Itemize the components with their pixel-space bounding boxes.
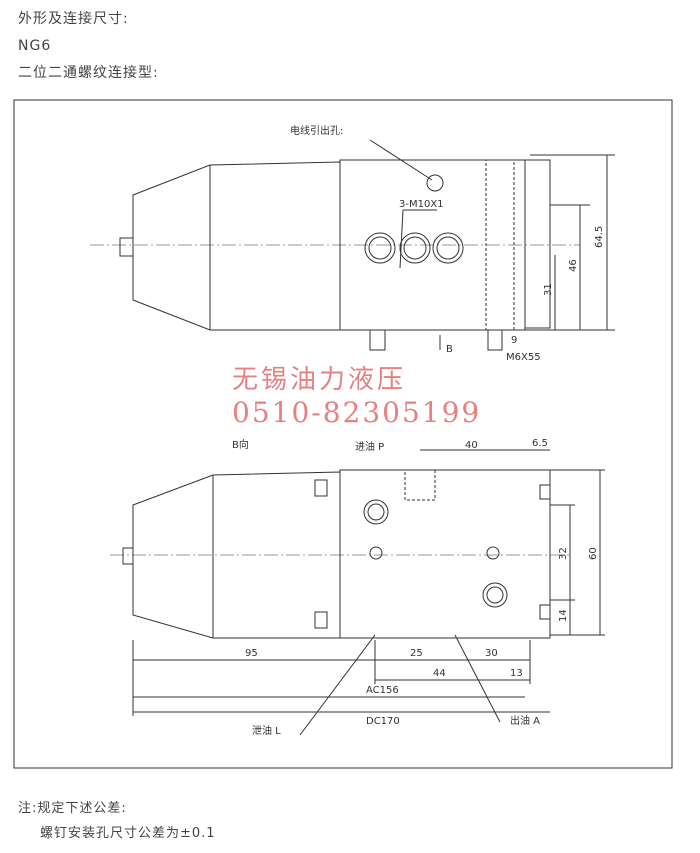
inlet-label: 进油 P <box>355 440 384 453</box>
dim-9: 9 <box>511 335 517 346</box>
dim-95: 95 <box>245 648 258 659</box>
dim-60: 60 <box>588 547 599 560</box>
header-size: NG6 <box>18 38 52 54</box>
valve-block-b <box>339 469 551 639</box>
view-arrow-label: B <box>446 344 453 355</box>
cable-hole-label: 电线引出孔: <box>290 124 343 137</box>
dim-13: 13 <box>510 668 523 679</box>
top-view <box>90 139 615 351</box>
dim-30: 30 <box>485 648 498 659</box>
dim-44: 44 <box>433 668 446 679</box>
dim-32: 32 <box>558 547 569 560</box>
dim-40: 40 <box>465 440 478 451</box>
drain-label: 泄油 L <box>252 724 281 737</box>
dim-6-5: 6.5 <box>532 438 548 449</box>
drawing-frame <box>13 99 673 769</box>
watermark-phone: 0510-82305199 <box>232 396 482 429</box>
dim-dc170: DC170 <box>366 716 400 727</box>
header-type: 二位二通螺纹连接型: <box>18 65 159 81</box>
thread-label: 3-M10X1 <box>399 199 444 210</box>
bottom-view <box>110 449 605 736</box>
header-title: 外形及连接尺寸: <box>18 11 129 27</box>
dim-14: 14 <box>558 609 569 622</box>
dim-ac156: AC156 <box>366 685 399 696</box>
dim-64-5: 64.5 <box>594 226 605 248</box>
note-line: 螺钉安装孔尺寸公差为±0.1 <box>40 826 216 841</box>
dim-31: 31 <box>543 283 554 296</box>
solenoid-body <box>132 161 341 331</box>
screw-label: M6X55 <box>506 352 541 363</box>
outlet-label: 出油 A <box>510 714 540 727</box>
dim-25: 25 <box>410 648 423 659</box>
b-view-title: B向 <box>232 438 249 451</box>
watermark-company: 无锡油力液压 <box>232 365 407 395</box>
note-title: 注:规定下述公差: <box>18 801 127 816</box>
dim-46: 46 <box>568 259 579 272</box>
